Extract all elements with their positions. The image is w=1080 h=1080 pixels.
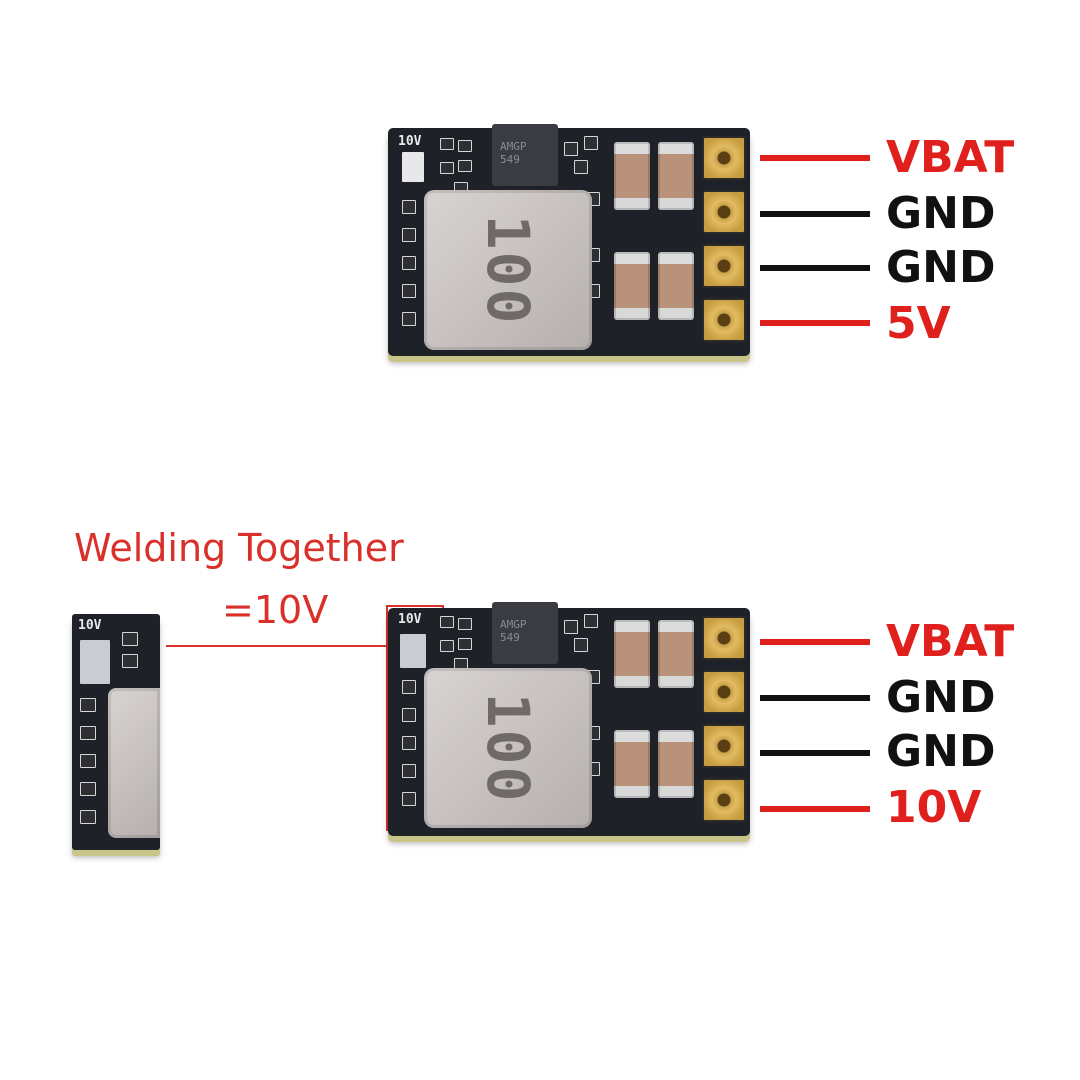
regulator-chip: AMGP 549: [492, 124, 558, 186]
resistor: [574, 638, 588, 652]
resistor: [402, 764, 416, 778]
resistor: [574, 160, 588, 174]
resistor: [564, 142, 578, 156]
solder-jumper-bridged: [80, 640, 110, 684]
solder-pad-gnd: [702, 244, 746, 288]
wire-5v: [760, 320, 870, 326]
pin-label-gnd: GND: [886, 726, 996, 777]
inductor: 100: [424, 190, 592, 350]
resistor: [458, 160, 472, 172]
wire-gnd: [760, 695, 870, 701]
chip-marking: AMGP 549: [500, 140, 527, 166]
solder-pad-vbat: [702, 136, 746, 180]
chip-marking: AMGP 549: [500, 618, 527, 644]
capacitor: [658, 252, 694, 320]
wire-vbat: [760, 155, 870, 161]
resistor: [402, 228, 416, 242]
solder-jumper: [402, 152, 424, 182]
solder-pad-gnd: [702, 724, 746, 768]
solder-pad-gnd: [702, 670, 746, 714]
welding-caption: Welding Together: [74, 526, 404, 570]
callout-line: [166, 645, 388, 647]
solder-pad-5v: [702, 298, 746, 342]
capacitor: [658, 620, 694, 688]
resistor: [440, 640, 454, 652]
resistor: [440, 138, 454, 150]
inductor: 100: [424, 668, 592, 828]
inductor-marking: 100: [474, 214, 542, 326]
pin-label-10v: 10V: [886, 782, 982, 833]
solder-pad-vbat: [702, 616, 746, 660]
resistor: [122, 632, 138, 646]
resistor: [458, 140, 472, 152]
top-pcb-module: 10V AMGP 549 100: [388, 124, 750, 356]
pin-label-vbat: VBAT: [886, 132, 1015, 183]
pin-label-gnd: GND: [886, 242, 996, 293]
wire-gnd: [760, 265, 870, 271]
wire-vbat: [760, 639, 870, 645]
solder-pad-10v: [702, 778, 746, 822]
resistor: [122, 654, 138, 668]
resistor: [458, 638, 472, 650]
pin-label-gnd: GND: [886, 188, 996, 239]
pin-label-vbat: VBAT: [886, 616, 1015, 667]
pin-label-5v: 5V: [886, 298, 951, 349]
wire-gnd: [760, 750, 870, 756]
capacitor: [614, 252, 650, 320]
resistor: [80, 726, 96, 740]
chip-marking-line2: 549: [500, 631, 520, 644]
chip-marking-line1: AMGP: [500, 618, 527, 631]
resistor: [402, 792, 416, 806]
capacitor: [658, 142, 694, 210]
capacitor: [614, 620, 650, 688]
resistor: [440, 162, 454, 174]
resistor: [402, 200, 416, 214]
resistor: [564, 620, 578, 634]
chip-marking-line1: AMGP: [500, 140, 527, 153]
inductor-marking: 100: [474, 692, 542, 804]
resistor: [80, 782, 96, 796]
resistor: [402, 284, 416, 298]
welding-equation: =10V: [222, 588, 329, 632]
bottom-pcb-module: 10V AMGP 549 100: [388, 602, 750, 836]
resistor: [440, 616, 454, 628]
regulator-chip: AMGP 549: [492, 602, 558, 664]
capacitor: [614, 730, 650, 798]
capacitor: [614, 142, 650, 210]
jumper-detail-pcb: 10V: [72, 614, 160, 850]
resistor: [80, 698, 96, 712]
pin-label-gnd: GND: [886, 672, 996, 723]
capacitor: [658, 730, 694, 798]
resistor: [402, 256, 416, 270]
resistor: [80, 754, 96, 768]
resistor: [584, 136, 598, 150]
solder-pad-gnd: [702, 190, 746, 234]
resistor: [584, 614, 598, 628]
silk-label: 10V: [398, 612, 422, 627]
resistor: [402, 680, 416, 694]
resistor: [402, 708, 416, 722]
resistor: [402, 312, 416, 326]
resistor: [80, 810, 96, 824]
silk-label: 10V: [78, 618, 102, 633]
silk-label: 10V: [398, 134, 422, 149]
inductor-partial: [108, 688, 160, 838]
solder-jumper-bridged: [400, 634, 426, 668]
wire-gnd: [760, 211, 870, 217]
wire-10v: [760, 806, 870, 812]
chip-marking-line2: 549: [500, 153, 520, 166]
resistor: [402, 736, 416, 750]
resistor: [458, 618, 472, 630]
